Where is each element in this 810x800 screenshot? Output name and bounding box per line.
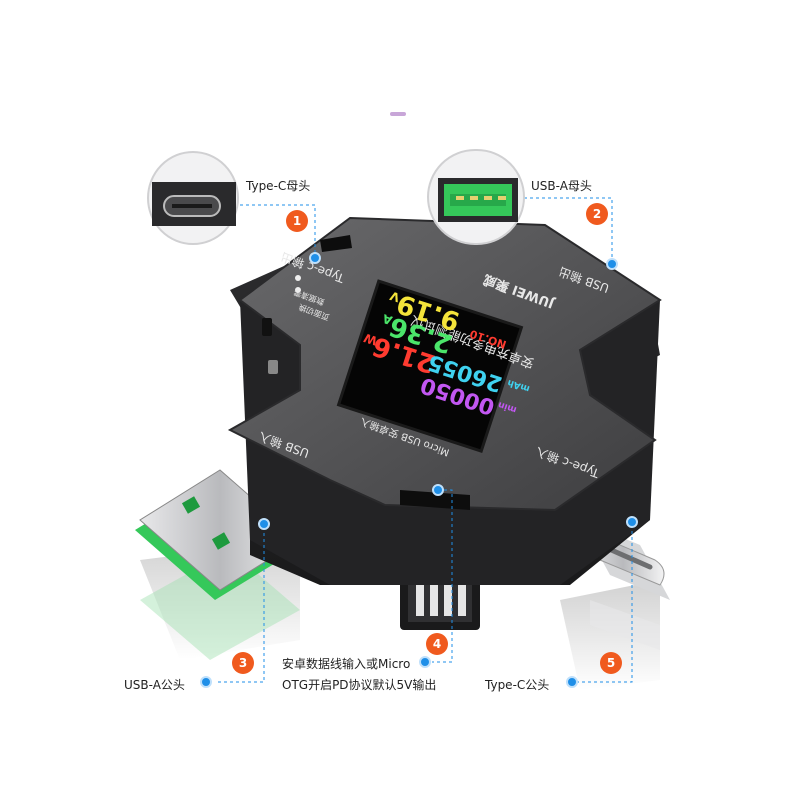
lcd-screen <box>336 279 524 453</box>
callout-label-type-c-female: Type-C母头 <box>246 179 311 193</box>
callout-number-2: 2 <box>586 203 608 225</box>
callout-label-type-c-male: Type-C公头 <box>485 678 550 692</box>
leader-lines <box>215 197 633 683</box>
side-button <box>262 318 272 336</box>
callout-label-usb-a-male: USB-A公头 <box>124 678 185 692</box>
port-type-c-female <box>320 235 352 252</box>
zoom-usb-a-female <box>427 149 525 245</box>
side-button <box>268 360 278 374</box>
power-unit: W <box>362 330 379 347</box>
zoom-type-c-female <box>147 151 239 245</box>
reflection <box>560 580 660 690</box>
decor-mark <box>390 112 406 116</box>
usb-a-male-plug <box>135 469 305 660</box>
callout-number-5: 5 <box>600 652 622 674</box>
callout-label-micro-usb-line2: OTG开启PD协议默认5V输出 <box>282 678 437 692</box>
led <box>295 275 301 281</box>
callout-label-usb-a-female: USB-A母头 <box>531 179 592 193</box>
callout-number-1: 1 <box>286 210 308 232</box>
callout-label-micro-usb-line1: 安卓数据线输入或Micro <box>282 657 411 671</box>
callout-number-4: 4 <box>426 633 448 655</box>
led <box>295 287 301 293</box>
callout-number-3: 3 <box>232 652 254 674</box>
